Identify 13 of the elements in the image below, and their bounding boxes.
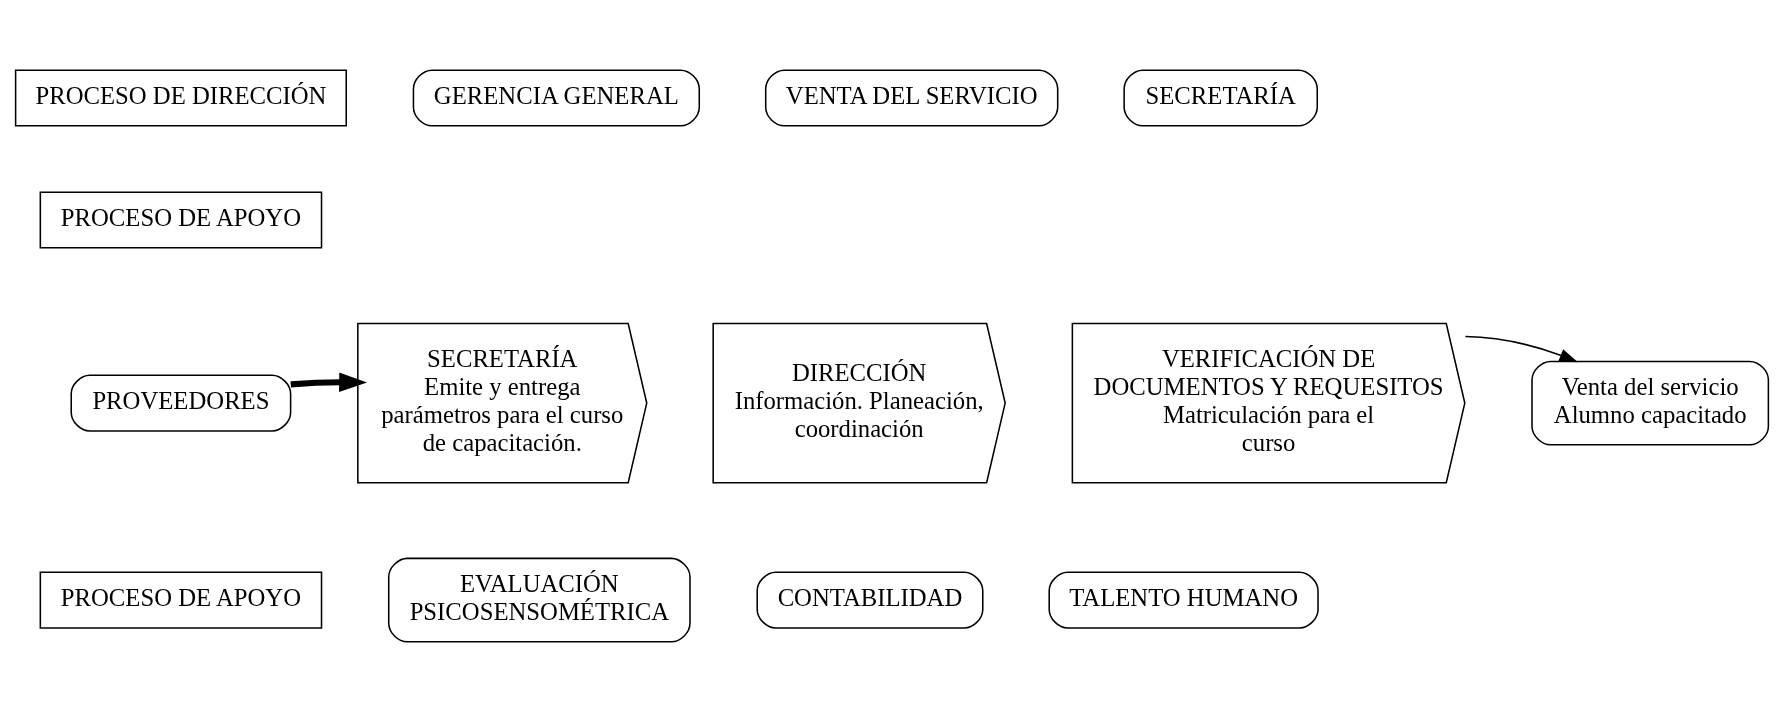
node-box: EVALUACIÓN PSICOSENSOMÉTRICA [387,557,691,643]
node-box: PROCESO DE DIRECCIÓN [14,69,347,127]
node-box: PROCESO DE APOYO [39,191,323,249]
node-box: TALENTO HUMANO [1048,571,1319,629]
arrow [1464,335,1578,363]
node-box: SECRETARÍA [1123,69,1318,127]
node-box: PROCESO DE APOYO [39,571,323,629]
node-box: CONTABILIDAD [756,571,984,629]
arrow [290,372,368,392]
node-box: PROVEEDORES [70,374,292,432]
node-box: Venta del servicio Alumno capacitado [1531,360,1770,446]
node-box: VENTA DEL SERVICIO [764,69,1059,127]
node-box: GERENCIA GENERAL [412,69,701,127]
